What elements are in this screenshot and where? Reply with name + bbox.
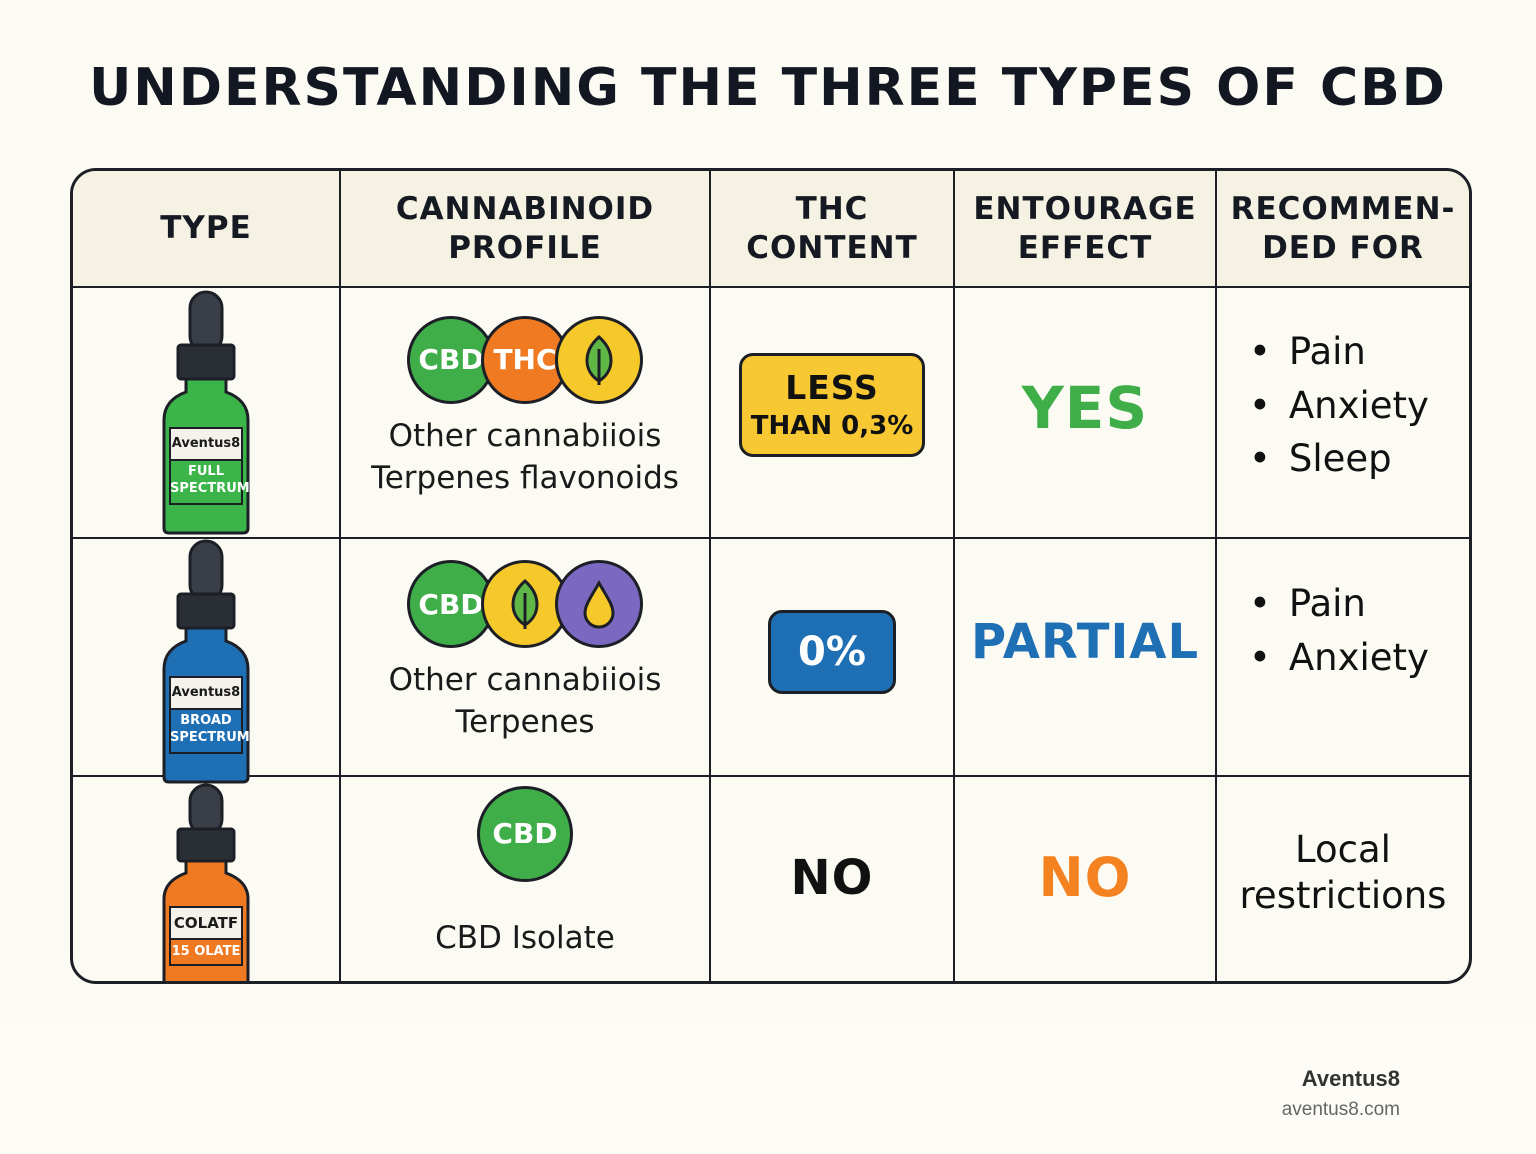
- row-full-thc: LESS THAN 0,3%: [711, 288, 955, 539]
- broad-bottle-line2: SPECTRUM: [170, 730, 250, 745]
- header-entourage: ENTOURAGE EFFECT: [955, 171, 1217, 288]
- header-profile: CANNABINOID PROFILE: [341, 171, 711, 288]
- recommended-item: Pain: [1249, 325, 1429, 379]
- row-isolate-type: COLATF 15 OLATE: [73, 777, 341, 981]
- entourage-yes: YES: [1021, 373, 1149, 442]
- header-recommended-line1: RECOMMEN-: [1230, 190, 1456, 227]
- full-recommended-list: Pain Anxiety Sleep: [1249, 325, 1429, 486]
- cbd-circle: CBD: [407, 315, 495, 404]
- cbd-circle: CBD: [407, 560, 495, 649]
- header-type: TYPE: [73, 171, 341, 288]
- cbd-circle: CBD: [477, 785, 573, 882]
- full-spectrum-bottle: Aventus8 FULL SPECTRUM: [156, 290, 256, 535]
- broad-profile-line1: Other cannabiiois: [388, 662, 662, 699]
- row-full-type: Aventus8 FULL SPECTRUM: [73, 288, 341, 539]
- row-isolate-thc: NO: [711, 777, 955, 981]
- header-entourage-line1: ENTOURAGE: [973, 190, 1197, 227]
- row-isolate-recommended: Local restrictions: [1217, 777, 1469, 981]
- header-thc-line1: THC: [795, 190, 869, 227]
- entourage-no: NO: [1038, 846, 1132, 909]
- broad-recommended-list: Pain Anxiety: [1249, 577, 1429, 684]
- broad-profile-text: Other cannabiiois Terpenes: [389, 660, 662, 744]
- full-profile-text: Other cannabiiois Terpenes flavonoids: [371, 416, 679, 500]
- footer-url[interactable]: aventus8.com: [1281, 1099, 1400, 1120]
- entourage-partial: PARTIAL: [970, 614, 1200, 670]
- comparison-table: TYPE CANNABINOID PROFILE THC CONTENT ENT…: [70, 168, 1472, 984]
- row-broad-recommended: Pain Anxiety: [1217, 539, 1469, 777]
- isolate-profile-text: CBD Isolate: [435, 919, 615, 956]
- recommended-item: Pain: [1249, 577, 1429, 631]
- thc-circle: THC: [481, 315, 569, 404]
- row-isolate-entourage: NO: [955, 777, 1217, 981]
- isolate-recommended-line2: restrictions: [1239, 873, 1447, 917]
- full-profile-line1: Other cannabiiois: [388, 417, 662, 454]
- header-recommended-line2: DED FOR: [1262, 229, 1424, 266]
- row-broad-thc: 0%: [711, 539, 955, 777]
- header-profile-line2: PROFILE: [448, 229, 602, 266]
- row-full-profile: CBD THC Other cannabiiois Terpenes flavo…: [341, 288, 711, 539]
- recommended-item: Anxiety: [1249, 631, 1429, 685]
- row-broad-type: Aventus8 BROAD SPECTRUM: [73, 539, 341, 784]
- row-full-recommended: Pain Anxiety Sleep: [1217, 288, 1469, 539]
- recommended-item: Anxiety: [1249, 379, 1429, 433]
- thc-less-line2: THAN 0,3%: [750, 411, 914, 441]
- isolate-recommended-line1: Local: [1295, 828, 1391, 872]
- header-thc-line2: CONTENT: [746, 229, 918, 266]
- header-profile-line1: CANNABINOID: [395, 190, 655, 227]
- isolate-bottle-brand: COLATF: [173, 914, 239, 932]
- broad-spectrum-bottle: Aventus8 BROAD SPECTRUM: [156, 539, 256, 784]
- header-recommended: RECOMMEN- DED FOR: [1217, 171, 1469, 288]
- row-broad-entourage: PARTIAL: [955, 539, 1217, 777]
- row-full-entourage: YES: [955, 288, 1217, 539]
- drop-icon: [555, 560, 643, 649]
- full-bottle-brand: Aventus8: [171, 436, 241, 451]
- header-type-label: TYPE: [160, 210, 252, 247]
- thc-less-badge: LESS THAN 0,3%: [739, 352, 925, 457]
- full-bottle-line2: SPECTRUM: [170, 481, 250, 496]
- broad-bottle-brand: Aventus8: [171, 685, 241, 700]
- isolate-bottle: COLATF 15 OLATE: [156, 783, 256, 981]
- full-cannabinoid-circles: CBD THC: [407, 315, 643, 404]
- header-thc: THC CONTENT: [711, 171, 955, 288]
- broad-cannabinoid-circles: CBD: [407, 560, 643, 649]
- isolate-bottle-line1: 15 OLATE: [171, 944, 241, 959]
- leaf-icon: [555, 315, 643, 404]
- isolate-recommended-text: Local restrictions: [1240, 827, 1447, 917]
- broad-profile-line2: Terpenes: [455, 704, 595, 740]
- row-isolate-profile: CBD CBD Isolate: [341, 777, 711, 981]
- full-profile-line2: Terpenes flavonoids: [371, 459, 679, 496]
- broad-bottle-line1: BROAD: [180, 713, 232, 728]
- thc-no: NO: [790, 849, 874, 906]
- thc-less-line1: LESS: [785, 368, 879, 407]
- header-entourage-line2: EFFECT: [1017, 229, 1153, 266]
- thc-zero-badge: 0%: [768, 610, 896, 694]
- full-bottle-line1: FULL: [187, 464, 224, 479]
- page-title: UNDERSTANDING THE THREE TYPES OF CBD: [89, 58, 1447, 118]
- recommended-item: Sleep: [1249, 432, 1429, 486]
- row-broad-profile: CBD Other cannabiiois Terpenes: [341, 539, 711, 777]
- footer-brand: Aventus8: [1301, 1066, 1400, 1091]
